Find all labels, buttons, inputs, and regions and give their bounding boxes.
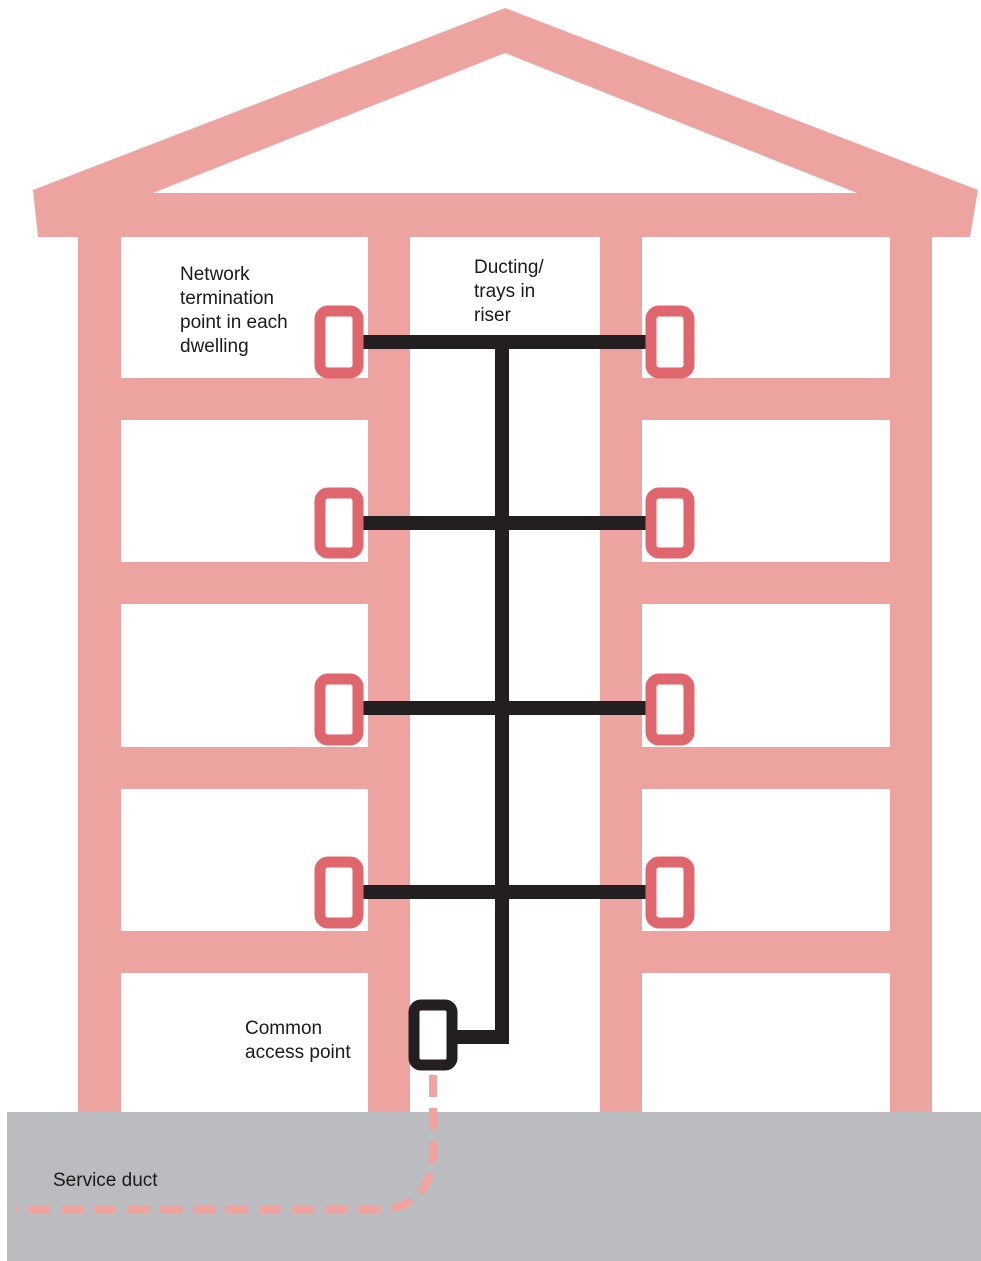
network-termination-point [645,487,695,559]
network-termination-point [314,856,364,929]
column-left-outer [78,230,121,1115]
floor-slab-right [600,562,932,604]
column-right-outer [890,230,932,1115]
floor-slab-right [600,931,932,973]
termination-points [314,305,695,929]
ducting-riser-label: Ducting/ trays in riser [474,257,544,326]
service-duct-line [15,1075,437,1214]
roof [33,8,978,237]
common-access-point-box [408,999,458,1071]
network-termination-point [645,673,695,746]
floor-slab-right [600,747,932,789]
floor-slab-right [600,378,932,420]
floor-slab-left [78,747,410,789]
service-duct-label: Service duct [53,1170,158,1191]
floor-slab-left [78,562,410,604]
floor-slabs [78,378,932,973]
common-access-point-label: Common access point [245,1018,351,1063]
riser-to-access-point-cable [456,1030,509,1044]
floor-slab-left [78,931,410,973]
column-right-inner [600,230,642,1115]
network-termination-point [314,305,364,379]
network-termination-point [645,856,695,929]
roof-interior [153,53,857,193]
network-termination-point [314,487,364,559]
network-termination-point [314,673,364,746]
floor-slab-left [78,378,410,420]
network-termination-point [645,305,695,379]
network-termination-label: Network termination point in each dwelli… [180,264,288,357]
ground [7,1112,981,1261]
column-left-inner [368,230,410,1115]
cabling [352,335,658,1044]
